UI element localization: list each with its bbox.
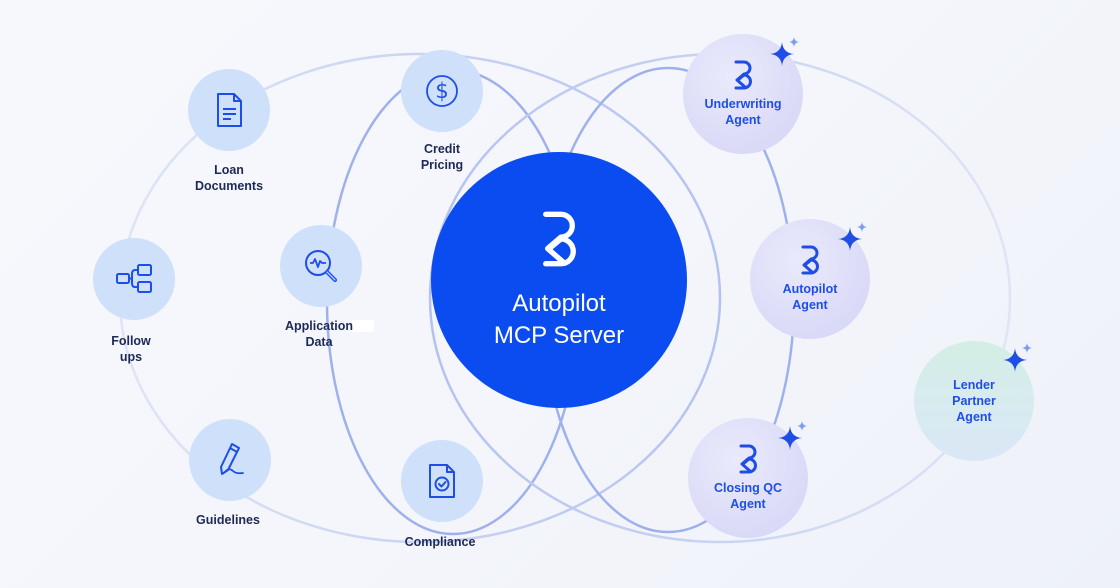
brand-logo-icon: [801, 245, 819, 275]
agent-lender-partner[interactable]: Lender Partner Agent: [914, 341, 1034, 461]
agent-label: Closing QC Agent: [713, 481, 783, 511]
label-credit-pricing: Credit Pricing: [420, 142, 464, 172]
brand-logo-icon: [734, 60, 752, 90]
sparkle-icon: [770, 37, 799, 66]
pen-sign-icon: [220, 443, 244, 475]
svg-text:$: $: [435, 79, 448, 103]
brand-logo-icon: [543, 211, 576, 267]
tool-follow-ups[interactable]: [93, 238, 175, 320]
magnify-pulse-icon: [305, 250, 337, 282]
flow-tree-icon: [116, 264, 152, 293]
tool-loan-documents[interactable]: [188, 69, 270, 151]
sparkle-icon: [778, 421, 807, 450]
agent-label: Underwriting Agent: [704, 97, 782, 127]
autopilot-mcp-server-hub[interactable]: Autopilot MCP Server: [431, 152, 687, 408]
label-highlight: [352, 320, 374, 332]
dollar-circle-icon: $: [426, 75, 458, 107]
document-check-icon: [429, 464, 455, 498]
tool-compliance[interactable]: [401, 440, 483, 522]
document-icon: [217, 93, 242, 127]
agent-label: Autopilot Agent: [782, 282, 838, 312]
hub-title: Autopilot MCP Server: [493, 290, 625, 349]
label-loan-documents: Loan Documents: [194, 163, 264, 193]
label-application-data: Application Data: [284, 319, 354, 349]
tool-credit-pricing[interactable]: $: [401, 50, 483, 132]
brand-logo-icon: [739, 444, 757, 474]
tool-guidelines[interactable]: [189, 419, 271, 501]
label-follow-ups: Follow ups: [111, 334, 151, 364]
label-guidelines: Guidelines: [196, 513, 260, 527]
tool-application-data[interactable]: [280, 225, 362, 307]
agent-label: Lender Partner Agent: [952, 378, 996, 424]
sparkle-icon: [1003, 343, 1032, 372]
sparkle-icon: [838, 222, 867, 251]
label-compliance: Compliance: [404, 535, 476, 549]
